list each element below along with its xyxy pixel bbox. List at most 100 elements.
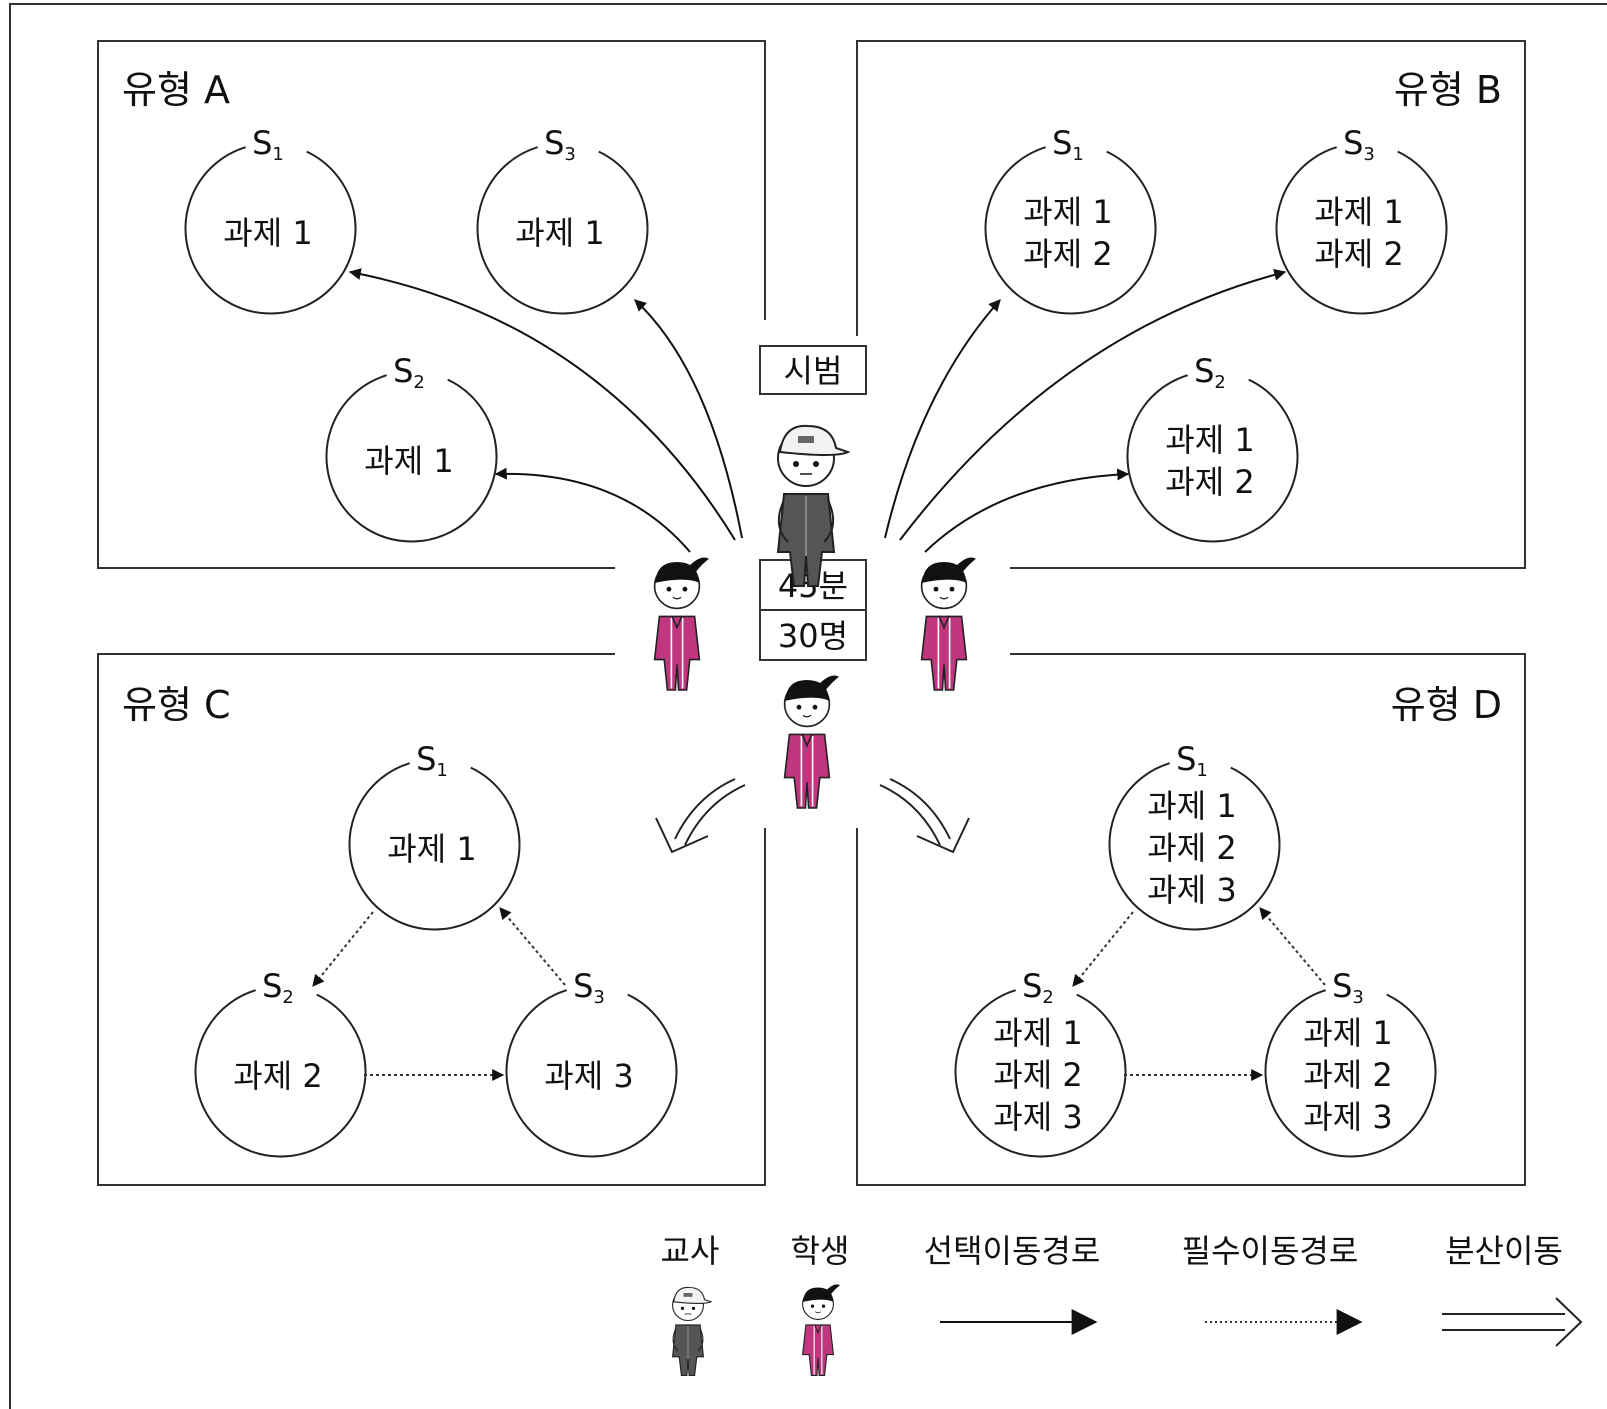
task-label: 과제 1 <box>1165 421 1254 459</box>
legend-required-path-label: 필수이동경로 <box>1182 1232 1359 1270</box>
task-label: 과제 1 <box>515 214 604 252</box>
demo-label: 시범 <box>784 352 843 390</box>
task-label: 과제 2 <box>993 1056 1082 1094</box>
panel-b-station-3: S3 과제 1 과제 2 <box>1275 124 1448 315</box>
svg-text:S2: S2 <box>1194 352 1226 393</box>
station-subscript: 2 <box>1214 372 1225 393</box>
station-label: S <box>1343 124 1363 162</box>
station-subscript: 1 <box>1072 144 1083 165</box>
student-figure <box>783 674 840 809</box>
svg-text:S2: S2 <box>393 352 425 393</box>
station-label: S <box>544 124 564 162</box>
dispersal-arrow <box>879 775 970 854</box>
optional-path-arrow <box>924 468 1130 553</box>
panel-b-frame <box>856 40 1526 569</box>
station-subscript: 3 <box>564 144 575 165</box>
task-label: 과제 2 <box>1165 463 1254 501</box>
svg-text:S3: S3 <box>573 967 605 1008</box>
panel-c-station-3: S3 과제 3 <box>505 967 678 1158</box>
svg-text:S3: S3 <box>1332 967 1364 1008</box>
legend: 교사 학생 선택이동경로 필수이동경로 분산이동 <box>661 1232 1583 1377</box>
panel-a-station-1: S1 과제 1 <box>184 124 357 315</box>
station-label: S <box>416 740 436 778</box>
station-label: S <box>1052 124 1072 162</box>
legend-teacher-icon <box>672 1286 712 1377</box>
svg-text:S2: S2 <box>262 967 294 1008</box>
station-subscript: 2 <box>413 372 424 393</box>
panel-a-station-2: S2 과제 1 <box>325 352 498 543</box>
task-label: 과제 1 <box>1314 193 1403 231</box>
required-path-arrow <box>312 911 374 987</box>
station-label: S <box>252 124 272 162</box>
legend-student-icon <box>802 1283 841 1377</box>
panel-b-title: 유형 B <box>1394 68 1502 112</box>
task-label: 과제 2 <box>1023 235 1112 273</box>
dispersal-arrow <box>655 775 746 854</box>
task-label: 과제 2 <box>1147 829 1236 867</box>
optional-path-arrow <box>348 268 736 541</box>
legend-dispersal-label: 분산이동 <box>1445 1232 1563 1270</box>
task-label: 과제 1 <box>1023 193 1112 231</box>
optional-path-arrow <box>899 268 1287 541</box>
outer-frame <box>9 3 1607 1409</box>
legend-teacher-label: 교사 <box>661 1232 720 1270</box>
station-subscript: 2 <box>282 987 293 1008</box>
time-count-box: 45분 30명 <box>759 559 867 661</box>
svg-text:S2: S2 <box>1022 967 1054 1008</box>
required-path-arrow <box>1072 911 1134 987</box>
task-label: 과제 1 <box>1303 1014 1392 1052</box>
panel-c-frame <box>97 653 766 1186</box>
task-label: 과제 1 <box>387 830 476 868</box>
panel-d-station-3: S3 과제 1 과제 2 과제 3 <box>1264 967 1437 1158</box>
svg-text:S1: S1 <box>416 740 448 781</box>
panel-d-title: 유형 D <box>1391 683 1502 727</box>
station-subscript: 2 <box>1042 987 1053 1008</box>
task-label: 과제 3 <box>544 1057 633 1095</box>
student-figure <box>653 556 710 691</box>
task-label: 과제 1 <box>223 214 312 252</box>
required-path-arrow <box>499 907 566 986</box>
task-label: 과제 1 <box>1147 787 1236 825</box>
panel-a-title: 유형 A <box>122 68 230 112</box>
svg-text:S3: S3 <box>544 124 576 165</box>
task-label: 과제 3 <box>1147 871 1236 909</box>
station-subscript: 3 <box>593 987 604 1008</box>
svg-text:S1: S1 <box>1176 740 1208 781</box>
panel-c-station-1: S1 과제 1 <box>348 740 521 931</box>
demo-box: 시범 <box>759 345 867 395</box>
station-subscript: 3 <box>1352 987 1363 1008</box>
svg-text:S1: S1 <box>1052 124 1084 165</box>
student-figure <box>920 556 977 691</box>
task-label: 과제 3 <box>1303 1098 1392 1136</box>
station-subscript: 1 <box>272 144 283 165</box>
panel-d-station-2: S2 과제 1 과제 2 과제 3 <box>954 967 1127 1158</box>
panel-a-station-3: S3 과제 1 <box>476 124 649 315</box>
station-subscript: 1 <box>1196 760 1207 781</box>
optional-path-arrow <box>884 299 1001 539</box>
panel-a-frame <box>97 40 766 569</box>
station-subscript: 1 <box>436 760 447 781</box>
task-label: 과제 1 <box>993 1014 1082 1052</box>
task-label: 과제 2 <box>233 1057 322 1095</box>
task-label: 과제 2 <box>1303 1056 1392 1094</box>
svg-text:S3: S3 <box>1343 124 1375 165</box>
panel-b-station-1: S1 과제 1 과제 2 <box>984 124 1157 315</box>
legend-student-label: 학생 <box>791 1232 850 1270</box>
station-label: S <box>262 967 282 1005</box>
panel-d-station-1: S1 과제 1 과제 2 과제 3 <box>1108 740 1281 931</box>
legend-double-arrow-icon <box>1442 1297 1583 1347</box>
task-label: 과제 3 <box>993 1098 1082 1136</box>
station-label: S <box>573 967 593 1005</box>
required-path-arrow <box>1259 907 1326 986</box>
station-subscript: 3 <box>1363 144 1374 165</box>
station-label: S <box>1332 967 1352 1005</box>
station-label: S <box>393 352 413 390</box>
panel-d-frame <box>856 653 1526 1186</box>
station-label: S <box>1022 967 1042 1005</box>
task-label: 과제 2 <box>1314 235 1403 273</box>
station-label: S <box>1176 740 1196 778</box>
count-label: 30명 <box>778 617 848 655</box>
panel-b-station-2: S2 과제 1 과제 2 <box>1126 352 1299 543</box>
station-label: S <box>1194 352 1214 390</box>
task-label: 과제 1 <box>364 442 453 480</box>
